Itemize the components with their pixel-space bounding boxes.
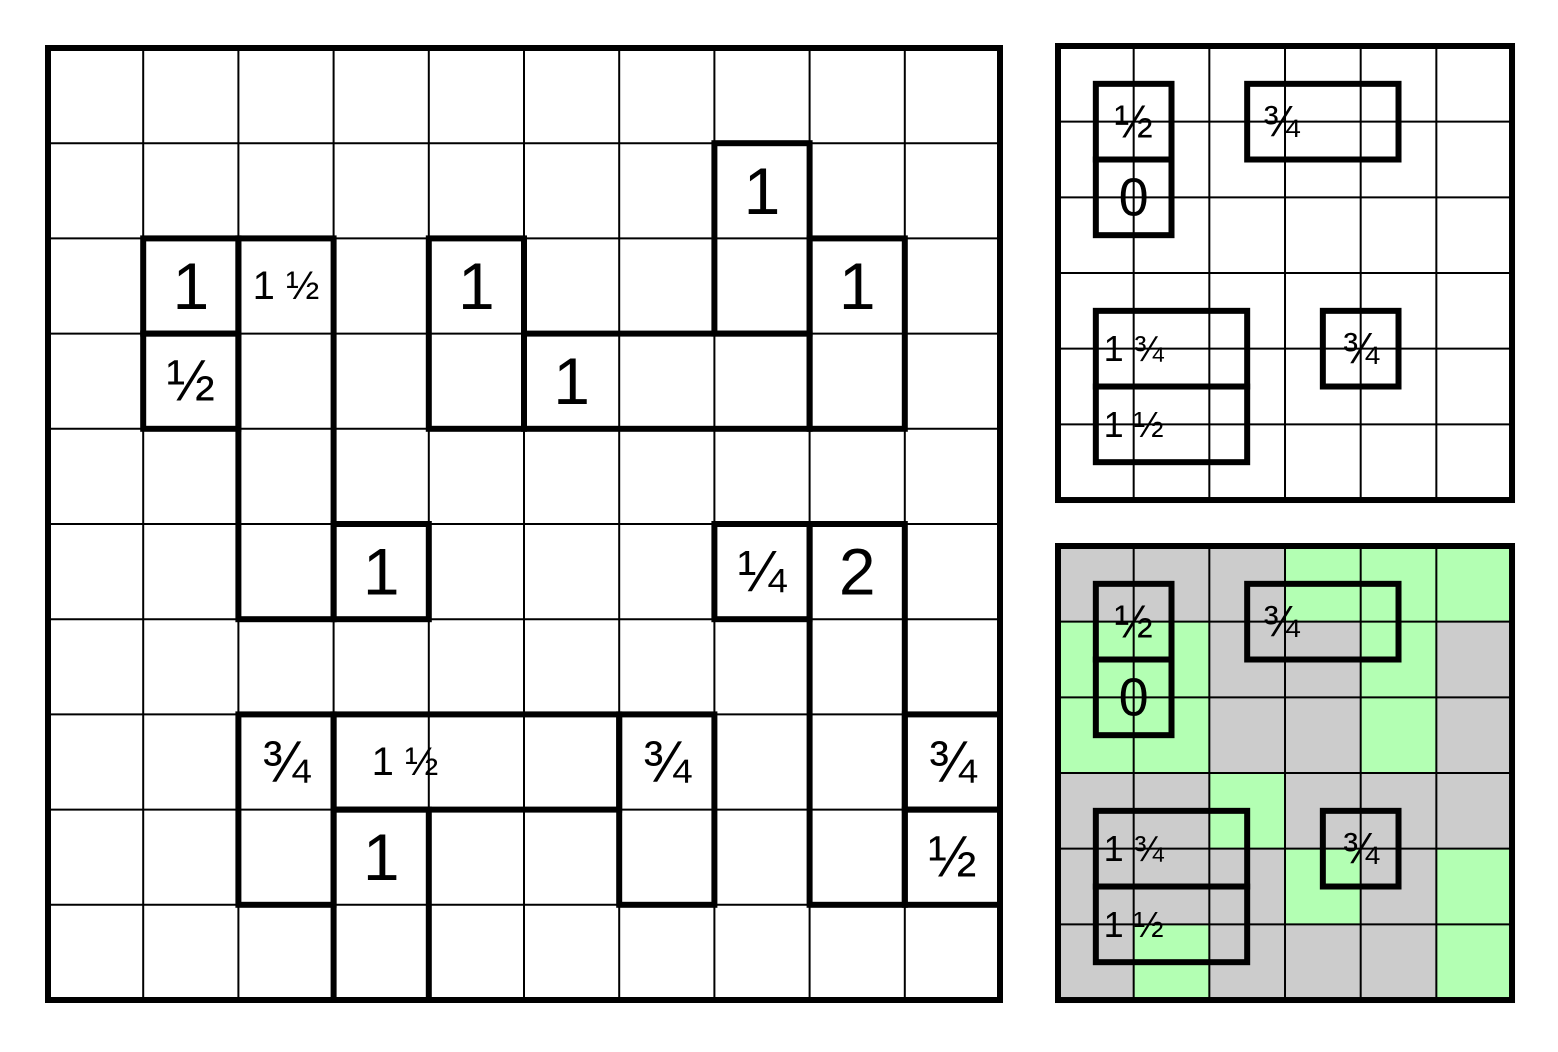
main-clue-label: 1 ½ <box>372 740 439 784</box>
main-outer-border <box>45 45 1003 1003</box>
solution-clue-label: ¾ <box>1342 824 1380 873</box>
example-clue-label: ½ <box>1114 96 1152 148</box>
solution-cell-green <box>1436 848 1513 925</box>
main-clue-label: ¾ <box>262 730 311 795</box>
example-region <box>1092 156 1175 239</box>
solution-cell-green <box>1436 546 1513 622</box>
solution-region <box>1244 580 1402 663</box>
solution-region <box>1092 656 1175 739</box>
example-clue-label: ¾ <box>1342 324 1380 373</box>
solution-clue-label: 1 ½ <box>1104 904 1164 945</box>
solution-outer-border <box>1055 543 1516 1004</box>
main-clue-label: ¾ <box>928 730 977 795</box>
example-solution-grid: ½ 0 ¾ 1 ¾ 1 ½ ¾ <box>1055 543 1516 1004</box>
solution-clue-label: 0 <box>1119 667 1149 727</box>
solution-cell-gray <box>1285 697 1361 774</box>
main-clue-label: 1 <box>839 249 876 323</box>
example-clue-label: 0 <box>1119 167 1149 227</box>
solution-cell-gray <box>1436 621 1513 698</box>
solution-cell-green <box>1360 697 1437 774</box>
main-clue-label: ½ <box>928 825 976 890</box>
main-region <box>616 711 718 908</box>
solution-cell-gray <box>1436 697 1513 774</box>
solution-cell-gray <box>1436 773 1513 849</box>
solution-region <box>1319 807 1402 890</box>
main-clue-label: 1 <box>363 820 400 894</box>
main-region <box>330 521 432 623</box>
example-outer-border <box>1055 43 1516 504</box>
solution-clue-label: ½ <box>1114 596 1152 648</box>
main-clue-label: 1 <box>172 249 209 323</box>
main-clue-label: ¾ <box>643 730 692 795</box>
main-clue-label: 1 <box>363 535 400 609</box>
solution-clue-label: ¾ <box>1263 597 1301 646</box>
main-clue-label: 1 <box>553 344 590 418</box>
example-clue-label: 1 ¾ <box>1104 328 1165 369</box>
solution-region <box>1092 883 1251 966</box>
main-clue-label: 2 <box>839 535 876 609</box>
main-region <box>235 235 337 623</box>
main-region <box>806 235 908 432</box>
solution-clue-label: 1 ¾ <box>1104 828 1165 869</box>
main-clue-label: ½ <box>167 349 215 414</box>
main-region <box>901 806 1003 908</box>
solution-cell-gray <box>1360 924 1437 1001</box>
solution-cell-green <box>1436 924 1513 1001</box>
example-region <box>1092 383 1251 466</box>
example-region <box>1244 80 1402 163</box>
example-region <box>1319 307 1402 390</box>
solution-cell-gray <box>1209 697 1286 774</box>
example-puzzle-grid: ½ 0 ¾ 1 ¾ 1 ½ ¾ <box>1055 43 1516 504</box>
main-clue-label: 1 <box>744 154 781 228</box>
example-clue-label: 1 ½ <box>1104 404 1164 445</box>
main-clue-label: 1 <box>458 249 495 323</box>
main-clue-label: ¼ <box>738 539 787 604</box>
solution-cell-gray <box>1285 924 1361 1001</box>
main-clue-label: 1 ½ <box>253 264 320 308</box>
main-region <box>330 806 432 1003</box>
example-clue-label: ¾ <box>1263 97 1301 146</box>
